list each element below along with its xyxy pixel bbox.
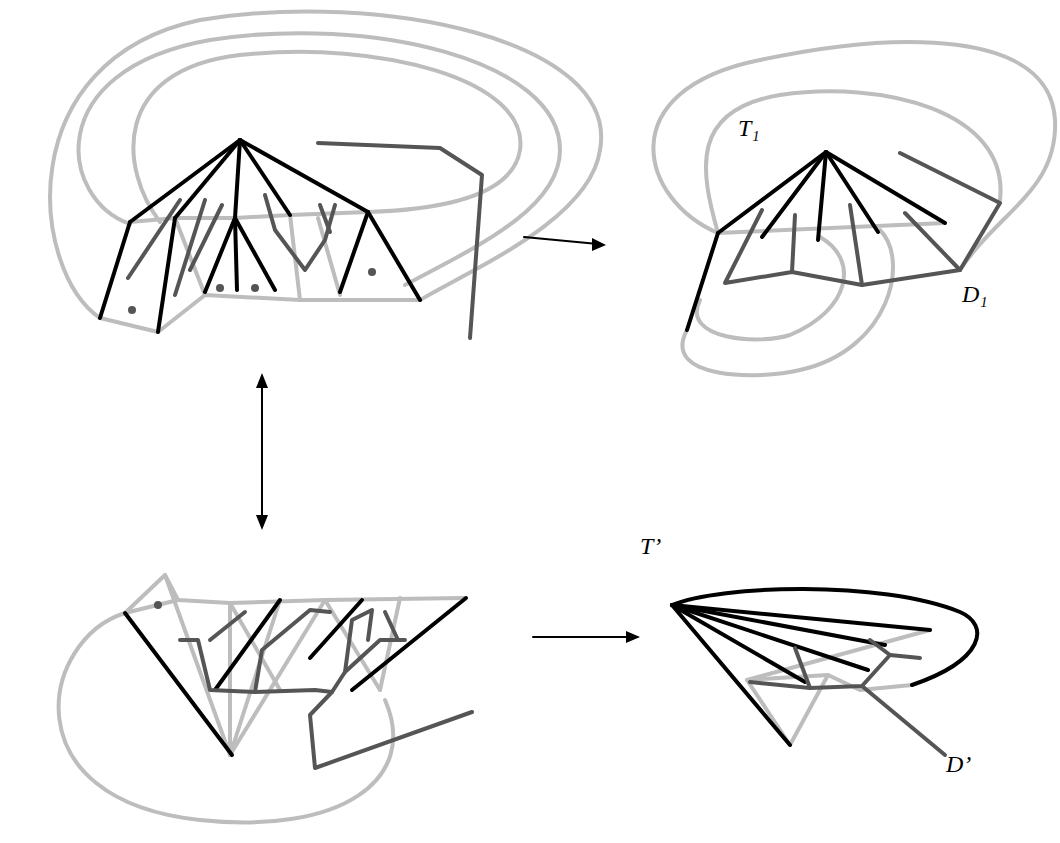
curve-label: T₁ (738, 116, 760, 140)
curve-label: D₁ (962, 282, 988, 306)
curve-label: D’ (946, 752, 971, 776)
curve-label: T’ (640, 534, 661, 558)
